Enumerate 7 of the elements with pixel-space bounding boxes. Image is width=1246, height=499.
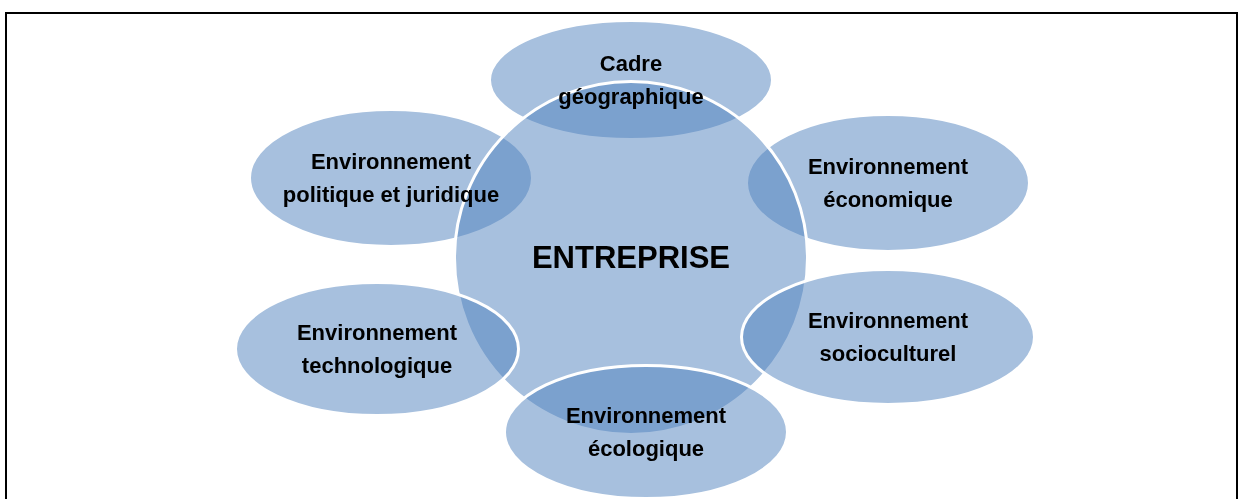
center-label: ENTREPRISE [530,238,732,277]
node-label: Cadre géographique [557,50,705,111]
node-label: Environnement politique et juridique [281,148,501,209]
node-label: Environnement socioculturel [806,307,970,368]
node-label: Environnement technologique [295,319,459,380]
node-label: Environnement économique [806,153,970,214]
node-label: Environnement écologique [564,402,728,463]
